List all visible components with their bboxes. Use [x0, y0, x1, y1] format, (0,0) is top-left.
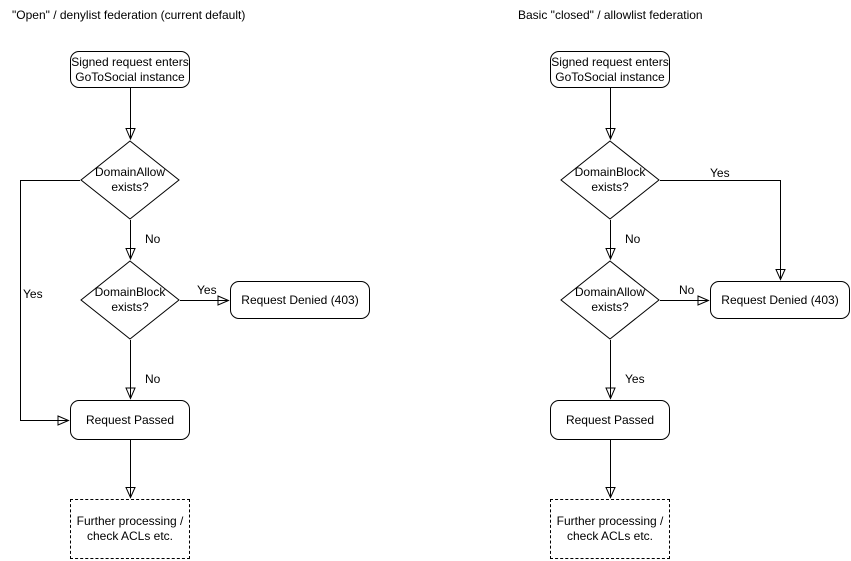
- left-chart-title: "Open" / denylist federation (current de…: [12, 8, 246, 22]
- right-decision1-label: DomainBlock exists?: [574, 165, 646, 194]
- left-decision1-yes-label: Yes: [23, 287, 43, 301]
- right-decision2-yes-label: Yes: [625, 372, 645, 386]
- right-passed-label: Request Passed: [565, 412, 655, 427]
- diamond-shape: [80, 140, 180, 220]
- right-further-processing-label: Further processing / check ACLs etc.: [556, 514, 664, 543]
- left-decision2-node: DomainBlock exists?: [80, 260, 180, 340]
- diamond-shape: [560, 140, 660, 220]
- right-decision2-label: DomainAllow exists?: [574, 285, 646, 314]
- left-decision1-node: DomainAllow exists?: [80, 140, 180, 220]
- right-decision1-node: DomainBlock exists?: [560, 140, 660, 220]
- right-passed-node: Request Passed: [550, 400, 670, 440]
- diamond-shape: [560, 260, 660, 340]
- left-decision2-no-label: No: [145, 372, 161, 386]
- left-decision1-label: DomainAllow exists?: [94, 165, 166, 194]
- left-further-processing-label: Further processing / check ACLs etc.: [76, 514, 184, 543]
- right-decision2-no-label: No: [679, 283, 695, 297]
- right-denied-node: Request Denied (403): [710, 281, 850, 319]
- left-denied-node: Request Denied (403): [230, 281, 370, 319]
- left-decision1-no-label: No: [145, 232, 161, 246]
- edge-left-decision1-yes-to-passed: [20, 180, 80, 426]
- left-start-node: Signed request enters GoToSocial instanc…: [70, 51, 190, 88]
- right-decision1-no-label: No: [625, 232, 641, 246]
- right-denied-label: Request Denied (403): [721, 292, 839, 307]
- left-passed-label: Request Passed: [85, 412, 175, 427]
- edge-right-decision1-yes-to-denied: [660, 180, 786, 281]
- right-chart-title: Basic "closed" / allowlist federation: [518, 8, 703, 22]
- right-decision1-yes-label: Yes: [710, 166, 730, 180]
- left-start-label: Signed request enters GoToSocial instanc…: [71, 54, 189, 84]
- left-denied-label: Request Denied (403): [241, 292, 359, 307]
- right-decision2-node: DomainAllow exists?: [560, 260, 660, 340]
- left-decision2-label: DomainBlock exists?: [94, 285, 166, 314]
- left-passed-node: Request Passed: [70, 400, 190, 440]
- left-decision2-yes-label: Yes: [197, 283, 217, 297]
- right-start-node: Signed request enters GoToSocial instanc…: [550, 51, 670, 88]
- left-further-processing-node: Further processing / check ACLs etc.: [70, 499, 190, 559]
- right-further-processing-node: Further processing / check ACLs etc.: [550, 499, 670, 559]
- diamond-shape: [80, 260, 180, 340]
- right-start-label: Signed request enters GoToSocial instanc…: [551, 54, 669, 84]
